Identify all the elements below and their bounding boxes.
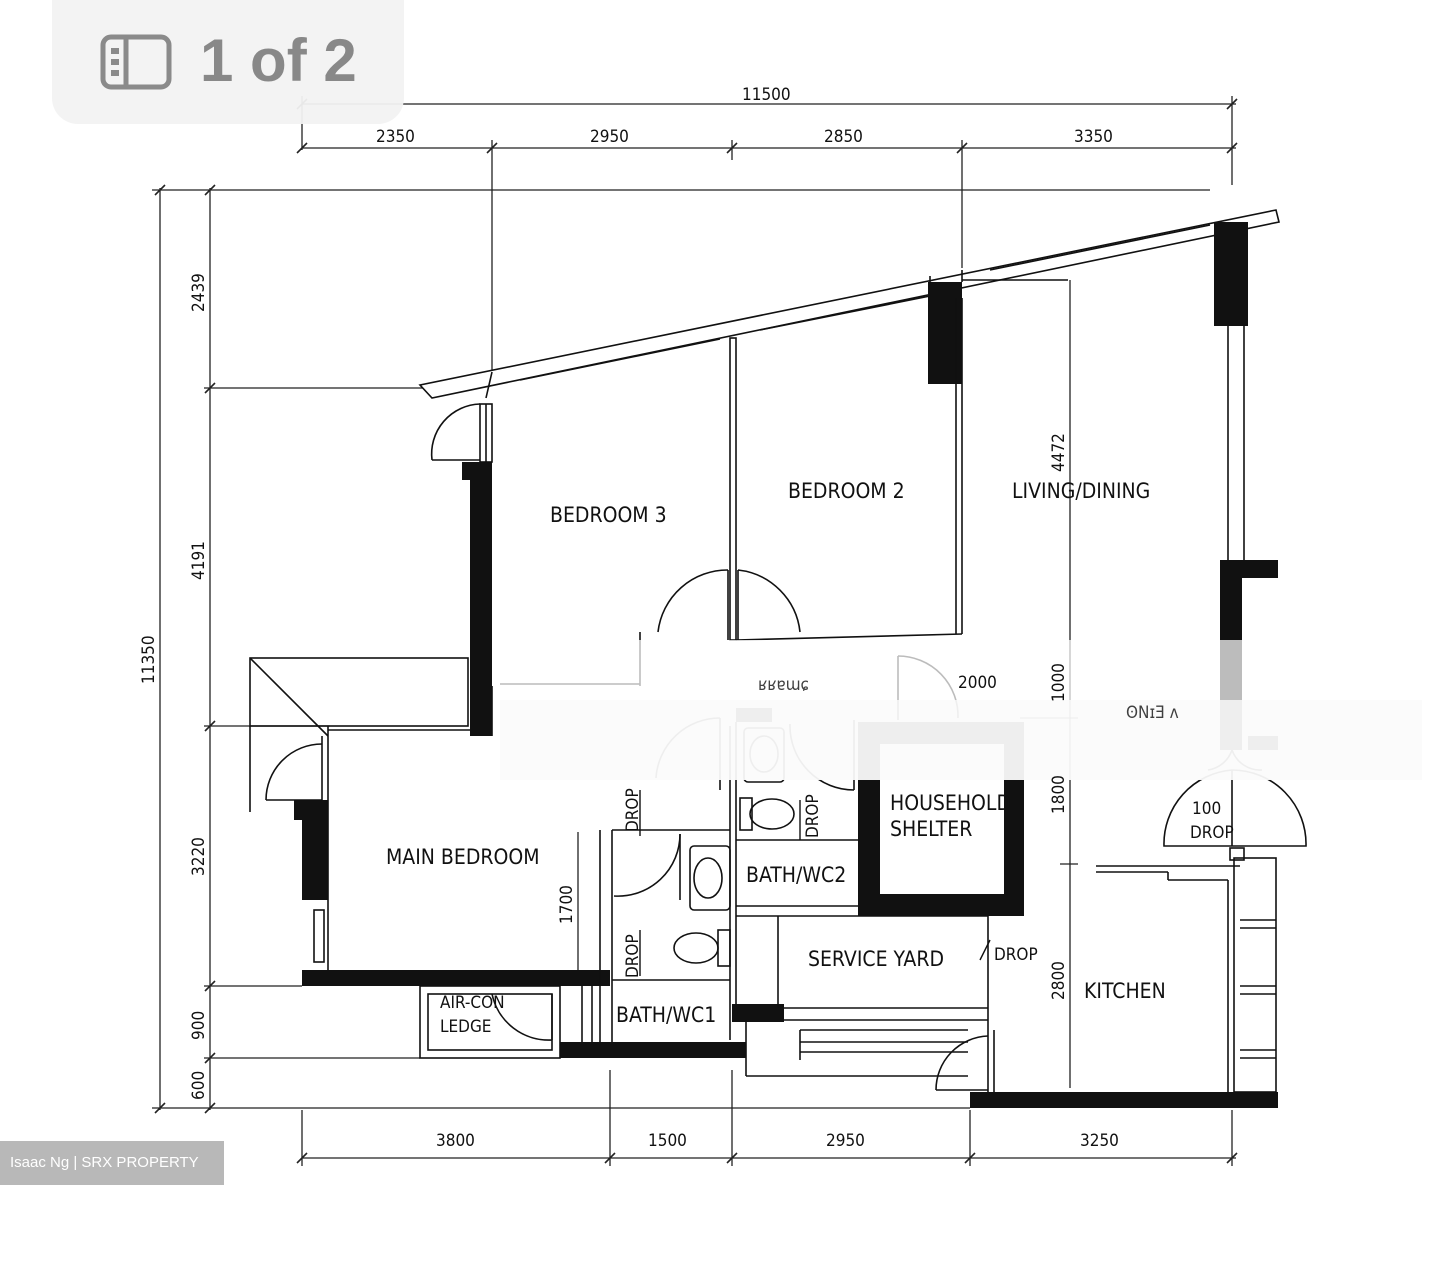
dim-top-1: 2350 <box>376 127 415 147</box>
room-main-bedroom: MAIN BEDROOM <box>386 845 540 869</box>
dim-bottom-3: 2950 <box>826 1131 865 1151</box>
room-household-shelter-2: SHELTER <box>890 817 972 841</box>
dim-bath-height: 1700 <box>557 885 577 924</box>
gallery-counter-text: 1 of 2 <box>200 27 357 94</box>
blurred-label-left: ʁʁɐɯɕ <box>758 675 809 695</box>
dim-top-3: 2850 <box>824 127 863 147</box>
room-bedroom-2: BEDROOM 2 <box>788 479 905 503</box>
dim-left-1: 2439 <box>189 273 209 312</box>
drop-label-5: DROP <box>1190 823 1234 843</box>
room-aircon-ledge-2: LEDGE <box>440 1017 491 1037</box>
drop-label-1: DROP <box>623 788 643 832</box>
dim-left-4: 900 <box>189 1011 209 1040</box>
dim-bottom-4: 3250 <box>1080 1131 1119 1151</box>
room-household-shelter-1: HOUSEHOLD <box>890 791 1011 815</box>
blurred-band-lower <box>500 700 1422 780</box>
blurred-label-right: ʘNɪƎ ʌ <box>1126 703 1179 723</box>
drop-label-4: DROP <box>994 945 1038 965</box>
room-living-dining: LIVING/DINING <box>1012 479 1150 503</box>
dim-left-3: 3220 <box>189 837 209 876</box>
dim-top-4: 3350 <box>1074 127 1113 147</box>
room-aircon-ledge-1: AIR-CON <box>440 993 505 1013</box>
room-kitchen: KITCHEN <box>1084 979 1166 1003</box>
watermark-label: Isaac Ng | SRX PROPERTY <box>0 1141 224 1185</box>
dim-top-overall: 11500 <box>742 85 791 105</box>
gallery-counter-badge[interactable] <box>52 0 404 124</box>
room-bedroom-3: BEDROOM 3 <box>550 503 667 527</box>
room-bath-wc2: BATH/WC2 <box>746 863 846 887</box>
drop-label-2: DROP <box>803 794 823 838</box>
dimension-ticks <box>154 98 1238 1164</box>
dim-shelter-height: 1800 <box>1049 775 1069 814</box>
dim-bottom-2: 1500 <box>648 1131 687 1151</box>
room-service-yard: SERVICE YARD <box>808 947 944 971</box>
dim-drop-100: 100 <box>1192 799 1221 819</box>
gallery-icon[interactable] <box>100 34 172 90</box>
dim-top-2: 2950 <box>590 127 629 147</box>
dim-corridor: 1000 <box>1049 663 1069 702</box>
slanted-facade <box>418 209 1280 399</box>
dim-left-5: 600 <box>189 1071 209 1100</box>
dim-shelter-width: 2000 <box>958 673 997 693</box>
drop-arrows <box>639 790 991 976</box>
dim-bottom-1: 3800 <box>436 1131 475 1151</box>
dim-kitchen-height: 2800 <box>1049 961 1069 1000</box>
dim-left-overall: 11350 <box>139 635 159 684</box>
dim-living-height: 4472 <box>1049 433 1069 472</box>
drop-label-3: DROP <box>623 934 643 978</box>
dim-left-2: 4191 <box>189 541 209 580</box>
room-bath-wc1: BATH/WC1 <box>616 1003 716 1027</box>
